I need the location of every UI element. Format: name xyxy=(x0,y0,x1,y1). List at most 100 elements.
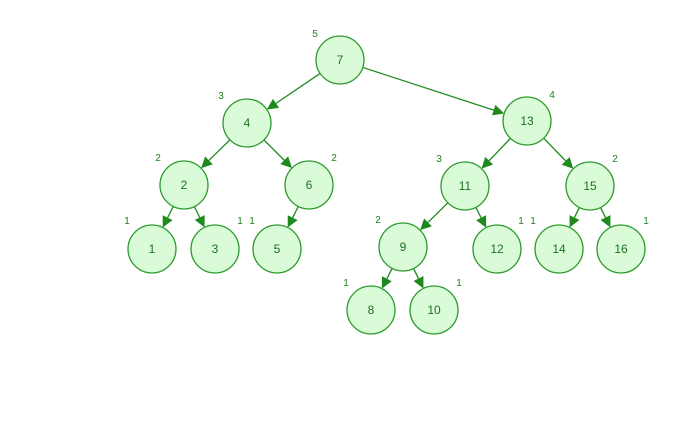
arrow-head-icon xyxy=(381,276,392,289)
edge-line xyxy=(413,268,420,279)
arrow-head-icon xyxy=(569,215,580,228)
edge-13-11 xyxy=(481,137,511,169)
edge-9-10 xyxy=(413,268,424,289)
tree-node-12: 12 1 xyxy=(472,216,524,274)
node-key-label: 13 xyxy=(520,114,534,128)
node-key-label: 8 xyxy=(368,303,375,317)
edge-line xyxy=(427,202,449,223)
edge-line xyxy=(208,139,231,161)
node-key-label: 16 xyxy=(614,242,628,256)
node-height-label: 2 xyxy=(331,153,337,164)
arrow-head-icon xyxy=(600,215,611,228)
node-height-label: 1 xyxy=(343,278,349,289)
node-key-label: 2 xyxy=(181,178,188,192)
tree-node-4: 43 xyxy=(218,91,272,148)
node-circle xyxy=(565,161,615,211)
edge-11-9 xyxy=(420,202,449,231)
edge-15-16 xyxy=(600,207,611,228)
edge-line xyxy=(362,66,494,111)
tree-node-13: 13 4 xyxy=(502,90,555,146)
node-height-label: 1 xyxy=(237,216,243,227)
node-circle xyxy=(534,224,584,274)
edge-line xyxy=(573,207,580,218)
node-height-label: 1 xyxy=(518,216,524,227)
edge-line xyxy=(193,206,201,218)
edge-15-14 xyxy=(569,207,580,228)
arrow-head-icon xyxy=(476,215,487,228)
arrow-head-icon xyxy=(266,98,280,110)
node-height-label: 3 xyxy=(218,91,224,102)
edge-13-15 xyxy=(543,137,574,169)
node-key-label: 11 xyxy=(459,179,472,193)
node-circle xyxy=(472,224,522,274)
node-circle xyxy=(346,285,396,335)
edge-7-4 xyxy=(266,72,321,110)
edge-line xyxy=(543,137,567,162)
tree-node-8: 81 xyxy=(343,278,396,335)
node-height-label: 2 xyxy=(612,154,618,165)
node-circle xyxy=(159,160,209,210)
node-height-label: 1 xyxy=(456,278,462,289)
node-circle xyxy=(252,224,302,274)
edge-11-12 xyxy=(475,207,487,228)
edge-line xyxy=(263,139,285,161)
node-height-label: 4 xyxy=(549,90,555,101)
arrow-head-icon xyxy=(413,276,424,289)
node-height-label: 2 xyxy=(155,153,161,164)
node-key-label: 15 xyxy=(583,179,597,193)
node-circle xyxy=(378,222,428,272)
node-height-label: 1 xyxy=(249,216,255,227)
edge-line xyxy=(600,207,607,218)
arrow-head-icon xyxy=(420,218,432,231)
node-key-label: 12 xyxy=(490,242,504,256)
node-circle xyxy=(502,96,552,146)
node-key-label: 14 xyxy=(552,242,566,256)
node-key-label: 9 xyxy=(400,240,407,254)
tree-node-7: 75 xyxy=(312,29,365,85)
edge-9-8 xyxy=(381,268,393,289)
edge-6-5 xyxy=(287,206,299,228)
edge-2-3 xyxy=(193,206,205,228)
tree-node-3: 31 xyxy=(190,216,243,274)
edge-line xyxy=(488,137,511,162)
node-height-label: 2 xyxy=(375,215,381,226)
arrow-head-icon xyxy=(162,215,173,228)
tree-node-9: 92 xyxy=(375,215,428,272)
tree-node-15: 15 2 xyxy=(565,154,618,211)
tree-node-14: 14 1 xyxy=(530,216,584,274)
node-circle xyxy=(596,224,646,274)
arrow-head-icon xyxy=(287,215,298,228)
edge-line xyxy=(167,206,174,218)
node-circle xyxy=(315,35,365,85)
node-circle xyxy=(409,285,459,335)
node-circle xyxy=(284,160,334,210)
node-key-label: 6 xyxy=(306,178,313,192)
node-key-label: 5 xyxy=(274,242,281,256)
edge-line xyxy=(475,207,482,219)
tree-node-6: 62 xyxy=(284,153,337,210)
edge-4-2 xyxy=(201,139,231,169)
node-circle xyxy=(190,224,240,274)
node-circle xyxy=(440,161,490,211)
node-key-label: 4 xyxy=(244,116,251,130)
arrow-head-icon xyxy=(201,156,213,169)
node-circle xyxy=(222,98,272,148)
node-circle xyxy=(127,224,177,274)
tree-node-2: 22 xyxy=(155,153,209,210)
tree-node-5: 51 xyxy=(249,216,302,274)
node-height-label: 3 xyxy=(436,154,442,165)
edges-layer xyxy=(162,66,611,289)
node-height-label: 1 xyxy=(530,216,536,227)
edge-line xyxy=(275,72,321,104)
arrow-head-icon xyxy=(481,156,494,169)
edge-2-1 xyxy=(162,206,174,228)
tree-node-1: 11 xyxy=(124,216,177,274)
tree-node-10: 10 1 xyxy=(409,278,462,335)
edge-line xyxy=(386,268,393,280)
tree-node-11: 11 3 xyxy=(436,154,490,211)
edge-4-6 xyxy=(263,139,293,169)
node-key-label: 10 xyxy=(427,303,441,317)
node-key-label: 3 xyxy=(212,242,219,256)
